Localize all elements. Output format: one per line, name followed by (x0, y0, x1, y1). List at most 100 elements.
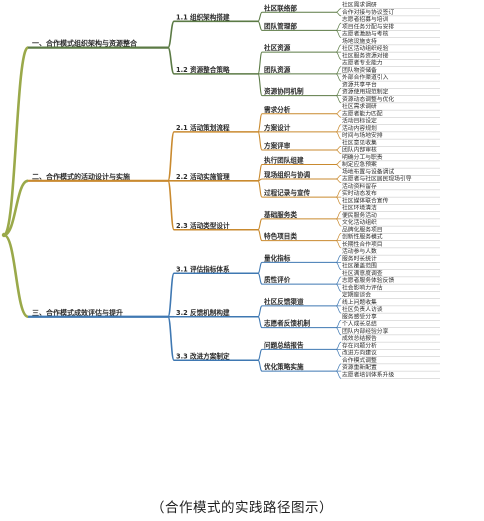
leaf-connector (335, 51, 342, 60)
leaf-label: 便民服务活动 (342, 211, 377, 219)
subtopic-connector (167, 46, 175, 75)
subtopic-connector (167, 180, 175, 231)
subtopic-connector (167, 20, 175, 49)
group-label: 社区反馈渠道 (263, 297, 304, 306)
leaf-connector (335, 160, 342, 165)
group-label: 社区资源 (263, 43, 291, 52)
group-connector (257, 229, 263, 242)
leaf-connector (335, 262, 342, 270)
group-label: 基础服务类 (264, 210, 297, 219)
branch-connector (3, 179, 29, 237)
group-connector (257, 316, 263, 329)
leaf-label: 活动资料留存 (342, 182, 377, 190)
leaf-connector (335, 305, 342, 314)
leaf-connector (335, 283, 342, 292)
leaf-label: 社区环境清洁 (342, 204, 377, 212)
leaf-label: 时间与场地安排 (342, 131, 383, 139)
leaf-connector (335, 131, 342, 140)
group-label: 特色项目类 (264, 232, 297, 241)
subtopic-label: 3.2 反馈机制构建 (176, 308, 230, 317)
leaf-connector (335, 30, 342, 38)
leaf-connector (335, 254, 342, 263)
leaf-label: 社区服务资源对接 (342, 51, 389, 59)
leaf-connector (335, 175, 342, 180)
leaf-label: 社区意见收集 (342, 138, 377, 146)
branch-label: 二、合作模式的活动设计与实施 (32, 172, 130, 181)
leaf-connector (335, 218, 342, 227)
leaf-label: 志愿者服务体验反馈 (342, 276, 394, 284)
group-connector (257, 131, 263, 151)
leaf-label: 资源共享平台 (342, 80, 377, 88)
leaf-label: 文化活动组织 (342, 218, 377, 226)
leaf-label: 志愿者与社区居民现场引导 (342, 175, 412, 183)
branch-label: 一、合作模式组织架构与资源整合 (32, 39, 138, 48)
subtopic-connector (167, 315, 175, 362)
leaf-label: 服务感受分享 (342, 312, 377, 320)
leaf-connector (335, 178, 342, 183)
leaf-label: 社区活动组织经验 (342, 44, 389, 52)
root-node (1, 232, 7, 238)
leaf-connector (335, 370, 342, 379)
leaf-connector (335, 66, 342, 75)
leaf-connector (335, 189, 342, 198)
group-connector (257, 305, 263, 318)
leaf-connector (335, 298, 342, 307)
leaf-label: 资源使用规范制定 (342, 88, 389, 96)
leaf-label: 明确分工与职责 (342, 153, 383, 161)
leaf-label: 资源重新配置 (342, 363, 377, 371)
group-label: 方案设计 (264, 123, 291, 132)
leaf-label: 志愿者能力匹配 (342, 109, 383, 117)
leaf-connector (335, 88, 342, 96)
leaf-label: 社区满意度调查 (342, 269, 383, 277)
leaf-label: 外部合作渠道引入 (342, 73, 389, 81)
group-label: 方案评审 (264, 141, 291, 150)
leaf-label: 资源动态调整与优化 (342, 95, 394, 103)
leaf-connector (335, 211, 342, 220)
leaf-label: 志愿者专业能力 (342, 59, 383, 67)
group-label: 问题总结报告 (264, 340, 304, 349)
subtopic-connector (167, 131, 175, 182)
leaf-connector (335, 146, 342, 151)
leaf-label: 成效总结报告 (342, 334, 377, 342)
group-label: 优化策略实施 (264, 362, 304, 371)
leaf-label: 线上问题收集 (342, 298, 377, 306)
group-label: 量化指标 (264, 253, 291, 262)
group-connector (257, 113, 263, 133)
group-connector (257, 11, 263, 22)
leaf-connector (335, 44, 342, 53)
leaf-label: 志愿者招募与培训 (342, 15, 389, 23)
leaf-label: 志愿者培训体系升级 (342, 370, 394, 378)
leaf-connector (335, 349, 342, 357)
group-connector (257, 272, 263, 285)
leaf-label: 活动目标设定 (342, 117, 377, 125)
leaf-label: 制定应急预案 (342, 160, 377, 168)
group-connector (257, 73, 263, 97)
leaf-label: 团队内部审核 (342, 146, 377, 154)
subtopic-label: 1.2 资源整合策略 (176, 65, 230, 74)
group-connector (257, 261, 263, 274)
group-label: 社区联络部 (263, 3, 297, 12)
subtopic-label: 3.3 改进方案制定 (176, 351, 230, 360)
group-connector (257, 163, 263, 182)
branch-label: 三、合作模式成效评估与提升 (32, 308, 123, 317)
leaf-label: 长期性合作项目 (342, 240, 383, 248)
leaf-label: 社区需求调研 (342, 102, 377, 110)
group-label: 需求分析 (264, 105, 291, 114)
leaf-label: 存在问题分析 (342, 341, 377, 349)
leaf-label: 实时动态发布 (342, 189, 377, 197)
group-connector (257, 359, 263, 372)
leaf-connector (335, 113, 342, 118)
leaf-label: 社区需求调研 (342, 1, 377, 9)
leaf-label: 品牌化服务项目 (342, 225, 383, 233)
leaf-label: 社区媒体联合宣传 (342, 196, 389, 204)
group-connector (257, 218, 263, 231)
leaf-label: 社区覆盖范围 (342, 262, 377, 270)
leaf-label: 活动内容规划 (342, 124, 377, 132)
leaf-label: 合作对接与协议签订 (342, 8, 394, 16)
leaf-connector (335, 327, 342, 336)
leaf-connector (335, 124, 342, 133)
leaf-connector (335, 363, 342, 372)
group-label: 现场组织与协调 (264, 170, 311, 179)
leaf-connector (335, 233, 342, 241)
leaf-connector (335, 196, 342, 205)
